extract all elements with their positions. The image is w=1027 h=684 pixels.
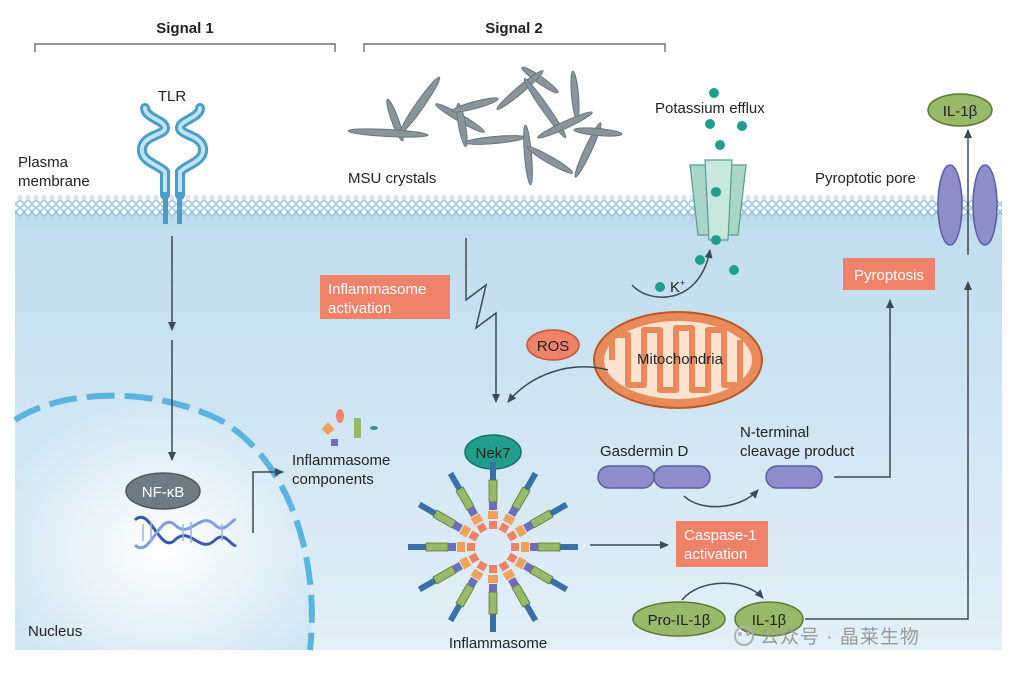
il1b-secreted-label: IL-1β	[943, 103, 978, 120]
inflammasome-label: Inflammasome	[449, 635, 547, 652]
il1b-node	[734, 601, 804, 637]
plasma-membrane-label-1: Plasma	[18, 154, 69, 171]
msu-crystals-icon	[347, 66, 623, 186]
caspase1-activation-label-2: activation	[684, 546, 747, 563]
k-ion-label: K+	[670, 278, 685, 296]
gasdermin-d-icon	[597, 465, 711, 489]
n-terminal-label-2: cleavage product	[740, 443, 855, 460]
signal2-header: Signal 2	[485, 20, 543, 37]
caspase1-activation-box	[676, 521, 768, 567]
mito-to-inflammasome-arrow	[507, 366, 609, 403]
dna-helix-icon	[133, 515, 237, 550]
il1b-secreted-node	[927, 93, 993, 127]
msu-crystals-label: MSU crystals	[348, 170, 436, 187]
inflammasome-activation-label-1: Inflammasome	[328, 281, 426, 298]
nucleus	[13, 392, 315, 651]
pro-il1b-cleavage-arrow	[681, 582, 764, 601]
inflammasome-components-label-2: components	[292, 471, 374, 488]
nfkb-node	[125, 472, 201, 510]
ros-node	[526, 329, 580, 361]
nek7-label: Nek7	[475, 445, 510, 462]
pyroptosis-label: Pyroptosis	[854, 267, 924, 284]
nfkb-label: NF-κB	[142, 484, 185, 501]
inflammasome-complex-icon	[407, 462, 579, 633]
pyroptosis-box	[843, 258, 935, 290]
potassium-efflux-label: Potassium efflux	[655, 100, 765, 117]
pro-il1b-node	[632, 601, 726, 637]
potassium-channel-icon	[689, 159, 747, 241]
signal2-bracket	[363, 43, 666, 52]
inflammasome-activation-box	[320, 275, 450, 319]
n-terminal-product-icon	[765, 465, 823, 489]
inflammasome-activation-label-2: activation	[328, 300, 391, 317]
potassium-ions	[655, 88, 747, 292]
mitochondria-label: Mitochondria	[637, 351, 724, 368]
watermark-text: 公众号 · 晶莱生物	[760, 626, 920, 648]
watermark: 公众号 · 晶莱生物	[734, 626, 920, 648]
pyroptotic-pore-label: Pyroptotic pore	[815, 170, 916, 187]
n-terminal-to-pyroptosis-arrow	[834, 299, 894, 478]
mitochondria-icon	[593, 311, 763, 409]
il1b-label: IL-1β	[752, 612, 787, 629]
signal2-lightning-arrow	[465, 238, 500, 403]
potassium-efflux-arrow	[631, 249, 713, 298]
tlr-label: TLR	[158, 88, 187, 105]
pro-il1b-label: Pro-IL-1β	[648, 612, 711, 629]
ros-label: ROS	[537, 338, 570, 355]
il1b-secretion-arrow	[805, 281, 972, 620]
signal1-bracket	[34, 43, 336, 52]
dna-to-components-arrow	[252, 468, 284, 533]
inflammasome-components-icon	[321, 409, 378, 446]
caspase1-activation-label-1: Caspase-1	[684, 527, 757, 544]
gasdermin-cleavage-arrow	[683, 489, 759, 508]
inflammasome-components-label-1: Inflammasome	[292, 452, 390, 469]
plasma-membrane-label-2: membrane	[18, 173, 90, 190]
gasdermin-d-label: Gasdermin D	[600, 443, 689, 460]
tlr-receptor	[136, 103, 209, 224]
pyroptotic-pore-icon	[937, 164, 998, 246]
nucleus-label: Nucleus	[28, 623, 82, 640]
n-terminal-label-1: N-terminal	[740, 424, 809, 441]
signal1-header: Signal 1	[156, 20, 214, 37]
